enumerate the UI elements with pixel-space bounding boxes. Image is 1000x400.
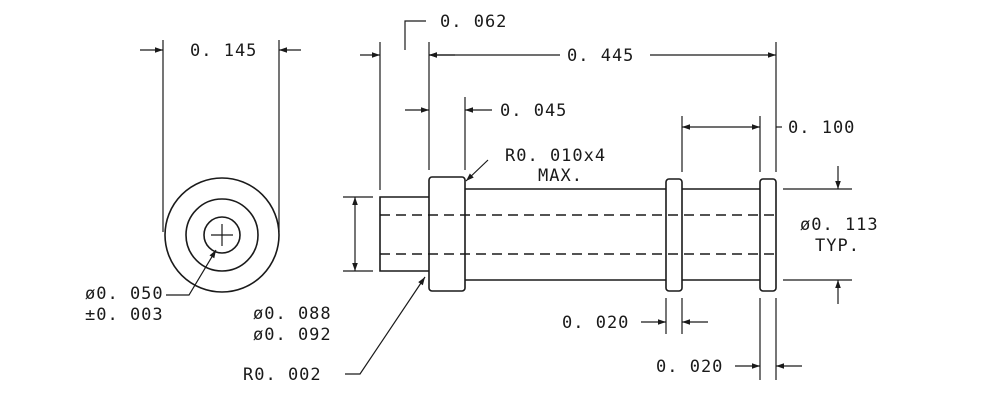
label-end-view-width: 0. 145	[190, 41, 257, 61]
label-445: 0. 445	[567, 46, 634, 66]
leader-r010	[465, 159, 489, 182]
rib-1	[665, 178, 683, 292]
leader-r002	[345, 276, 426, 375]
label-typ: TYP.	[815, 236, 860, 256]
label-100: 0. 100	[788, 118, 855, 138]
label-092: ø0. 092	[253, 325, 332, 345]
label-020b: 0. 020	[656, 357, 723, 377]
label-hole-tol: ±0. 003	[85, 305, 164, 325]
label-radius-note-2: MAX.	[538, 166, 583, 186]
leader-062	[404, 20, 426, 50]
label-088: ø0. 088	[253, 304, 332, 324]
end-view	[140, 40, 301, 296]
side-dimensions	[343, 20, 852, 380]
label-hole-dia: ø0. 050	[85, 284, 164, 304]
label-020a: 0. 020	[562, 313, 629, 333]
label-r002: R0. 002	[243, 365, 322, 385]
end-view-outer-circle	[164, 177, 280, 293]
label-062: 0. 062	[440, 12, 507, 32]
label-radius-note-1: R0. 010x4	[505, 146, 606, 166]
flange	[428, 176, 466, 292]
end-view-middle-circle	[185, 198, 259, 272]
labels: 0. 145 ø0. 050 ±0. 003 0. 062 0. 445 0. …	[85, 12, 879, 385]
label-113: ø0. 113	[800, 215, 879, 235]
end-view-hole-circle	[203, 216, 241, 254]
pin-outline	[379, 196, 429, 272]
hole-leader	[166, 249, 217, 296]
side-view	[379, 176, 777, 292]
label-045: 0. 045	[500, 101, 567, 121]
rib-2	[759, 178, 777, 292]
